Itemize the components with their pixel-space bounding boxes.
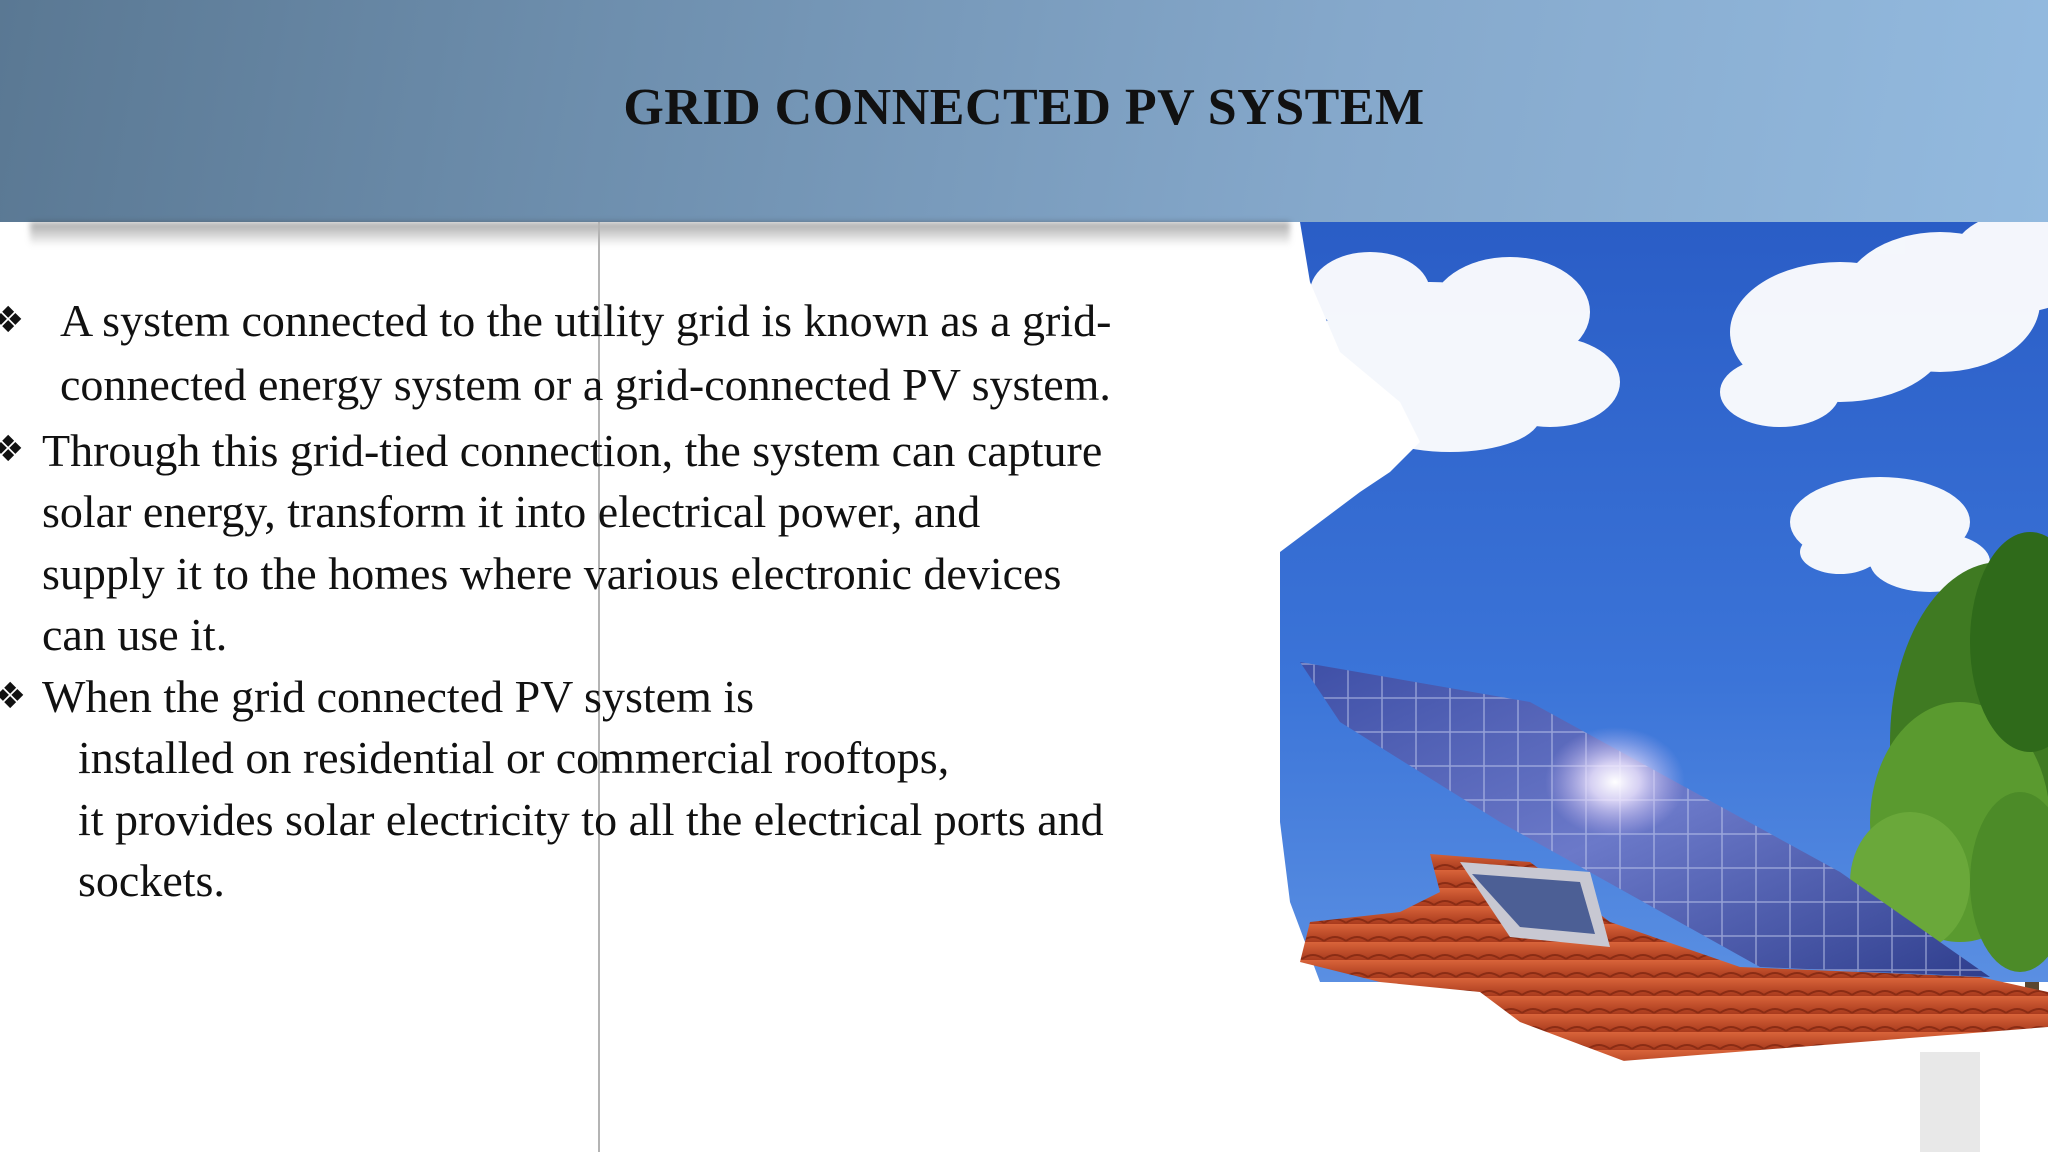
bullet-3-line-2: installed on residential or commercial r… [78, 732, 950, 783]
bullet-2-line-3: supply it to the homes where various ele… [42, 548, 1062, 599]
bullet-3-line-3: it provides solar electricity to all the… [78, 794, 1104, 845]
bullet-2-line-4: can use it. [42, 609, 228, 660]
slide-title: GRID CONNECTED PV SYSTEM [623, 79, 1425, 136]
four-diamond-bullet-icon: ❖ [0, 429, 25, 470]
bullet-2-line-2: solar energy, transform it into electric… [42, 486, 981, 537]
header-shadow [30, 222, 1290, 246]
four-diamond-bullet-icon: ❖ [0, 300, 25, 341]
vertical-guide-line [598, 222, 600, 1152]
rooftop-solar-photo [1280, 222, 2048, 1152]
four-diamond-bullet-icon: ❖ [0, 676, 27, 717]
bullet-3-line-4: sockets. [78, 855, 225, 906]
bullet-2-line-1: Through this grid-tied connection, the s… [42, 425, 1103, 476]
bullet-3-line-1: When the grid connected PV system is [42, 671, 755, 722]
bullet-1-line-2: connected energy system or a grid-connec… [60, 359, 1111, 410]
bullet-1-line-1: A system connected to the utility grid i… [60, 295, 1112, 346]
header-band [0, 0, 2048, 222]
